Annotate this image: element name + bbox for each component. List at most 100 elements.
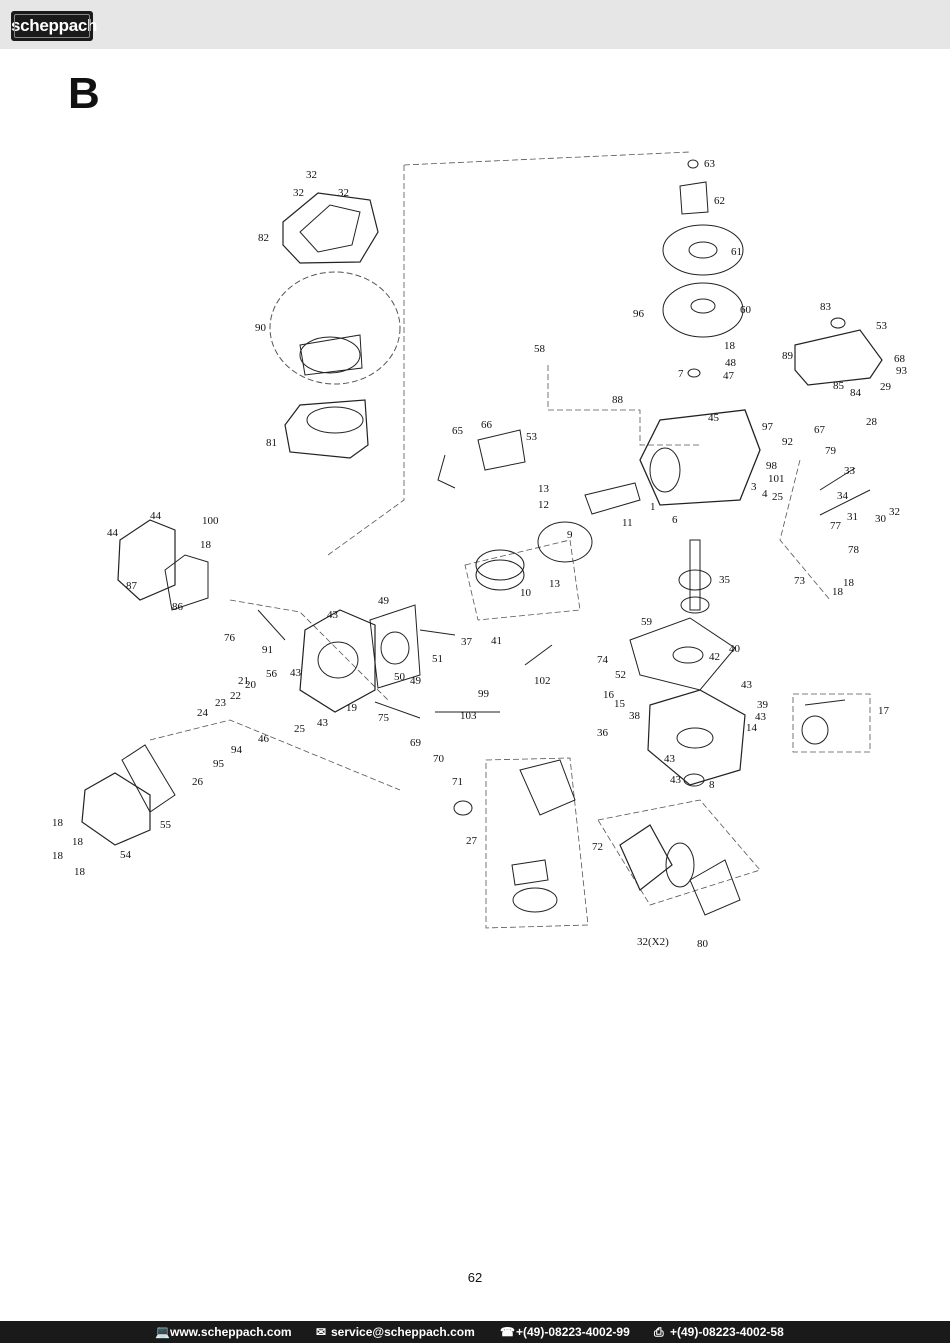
part-callout: 35 <box>719 574 731 586</box>
part-callout: 24 <box>197 707 209 719</box>
part-callout: 55 <box>160 819 172 831</box>
part-callout: 18 <box>52 817 64 829</box>
part-callout: 43 <box>755 711 767 723</box>
part-callout: 67 <box>814 424 826 436</box>
part-callout: 1 <box>650 501 656 513</box>
part-callout: 38 <box>629 710 641 722</box>
part-callout: 13 <box>538 483 550 495</box>
brand-logo: scheppach <box>11 11 97 41</box>
page-number: 62 <box>467 1270 483 1285</box>
part-callout: 32 <box>338 187 349 199</box>
part-callout: 3 <box>751 481 757 493</box>
part-callout: 30 <box>875 513 887 525</box>
part-callout: 52 <box>615 669 626 681</box>
part-callout: 62 <box>714 195 725 207</box>
footer-fax: +(49)-08223-4002-58 <box>670 1325 784 1339</box>
part-callout: 99 <box>478 688 490 700</box>
part-callout: 16 <box>603 689 615 701</box>
part-callout: 49 <box>378 595 390 607</box>
part-callout: 65 <box>452 425 464 437</box>
part-callout: 48 <box>725 357 737 369</box>
part-callout: 71 <box>452 776 463 788</box>
part-callout: 9 <box>567 529 573 541</box>
part-callout: 68 <box>894 353 906 365</box>
web-icon: 💻 <box>155 1325 170 1339</box>
part-callout: 41 <box>491 635 502 647</box>
part-callout: 66 <box>481 419 493 431</box>
part-callout: 23 <box>215 697 227 709</box>
part-callout: 59 <box>641 616 653 628</box>
part-callout: 103 <box>460 710 477 722</box>
part-callout: 85 <box>833 380 845 392</box>
part-callout: 37 <box>461 636 473 648</box>
phone-icon: ☎ <box>500 1325 515 1339</box>
part-callout: 18 <box>832 586 844 598</box>
part-callout: 69 <box>410 737 422 749</box>
footer-mail[interactable]: service@scheppach.com <box>331 1325 475 1339</box>
part-callout: 86 <box>172 601 184 613</box>
part-callout: 4 <box>762 488 768 500</box>
part-callout: 51 <box>432 653 443 665</box>
part-callout: 22 <box>230 690 241 702</box>
part-callout: 25 <box>772 491 784 503</box>
part-callout: 18 <box>52 850 64 862</box>
part-callout: 18 <box>72 836 84 848</box>
part-callout: 102 <box>534 675 551 687</box>
part-callout: 43 <box>664 753 676 765</box>
part-callout: 53 <box>876 320 888 332</box>
part-callout: 40 <box>729 643 741 655</box>
part-callout: 74 <box>597 654 609 666</box>
part-callout: 18 <box>200 539 212 551</box>
part-callout: 46 <box>258 733 270 745</box>
part-callout: 95 <box>213 758 225 770</box>
part-callout: 61 <box>731 246 742 258</box>
part-callout: 13 <box>549 578 561 590</box>
part-callout: 12 <box>538 499 549 511</box>
part-callout: 8 <box>709 779 715 791</box>
part-callout: 89 <box>782 350 794 362</box>
part-callout: 63 <box>704 158 716 170</box>
part-callout: 17 <box>878 705 890 717</box>
part-callout: 72 <box>592 841 603 853</box>
part-callout: 88 <box>612 394 624 406</box>
section-letter: B <box>68 69 100 118</box>
part-callout: 21 <box>238 675 249 687</box>
footer-bar: 💻 www.scheppach.com ✉ service@scheppach.… <box>0 1321 950 1343</box>
footer-phone: +(49)-08223-4002-99 <box>516 1325 630 1339</box>
part-callout: 75 <box>378 712 390 724</box>
part-callout: 83 <box>820 301 832 313</box>
part-callout: 97 <box>762 421 774 433</box>
header-bar: scheppach <box>0 0 950 49</box>
part-callout: 58 <box>534 343 546 355</box>
part-callout: 47 <box>723 370 735 382</box>
part-callout: 43 <box>741 679 753 691</box>
part-callout: 43 <box>290 667 302 679</box>
part-callout: 82 <box>258 232 269 244</box>
part-callout: 33 <box>844 465 856 477</box>
part-callout: 32 <box>293 187 304 199</box>
part-callout: 54 <box>120 849 132 861</box>
part-callout: 28 <box>866 416 878 428</box>
part-callout: 18 <box>74 866 86 878</box>
part-callout: 56 <box>266 668 278 680</box>
part-callout: 15 <box>614 698 626 710</box>
part-callout: 80 <box>697 938 709 950</box>
part-callout: 34 <box>837 490 849 502</box>
part-callout: 50 <box>394 671 406 683</box>
part-callout: 11 <box>622 517 633 529</box>
part-callout: 101 <box>768 473 785 485</box>
part-callout: 79 <box>825 445 837 457</box>
part-callout: 84 <box>850 387 862 399</box>
part-callout: 87 <box>126 580 138 592</box>
part-callout: 70 <box>433 753 445 765</box>
part-callout: 26 <box>192 776 204 788</box>
part-callout: 31 <box>847 511 858 523</box>
part-callout: 10 <box>520 587 532 599</box>
part-callout: 78 <box>848 544 860 556</box>
part-callout: 60 <box>740 304 752 316</box>
part-callout: 44 <box>107 527 119 539</box>
footer-web[interactable]: www.scheppach.com <box>170 1325 292 1339</box>
part-callout: 53 <box>526 431 538 443</box>
part-callout: 39 <box>757 699 769 711</box>
